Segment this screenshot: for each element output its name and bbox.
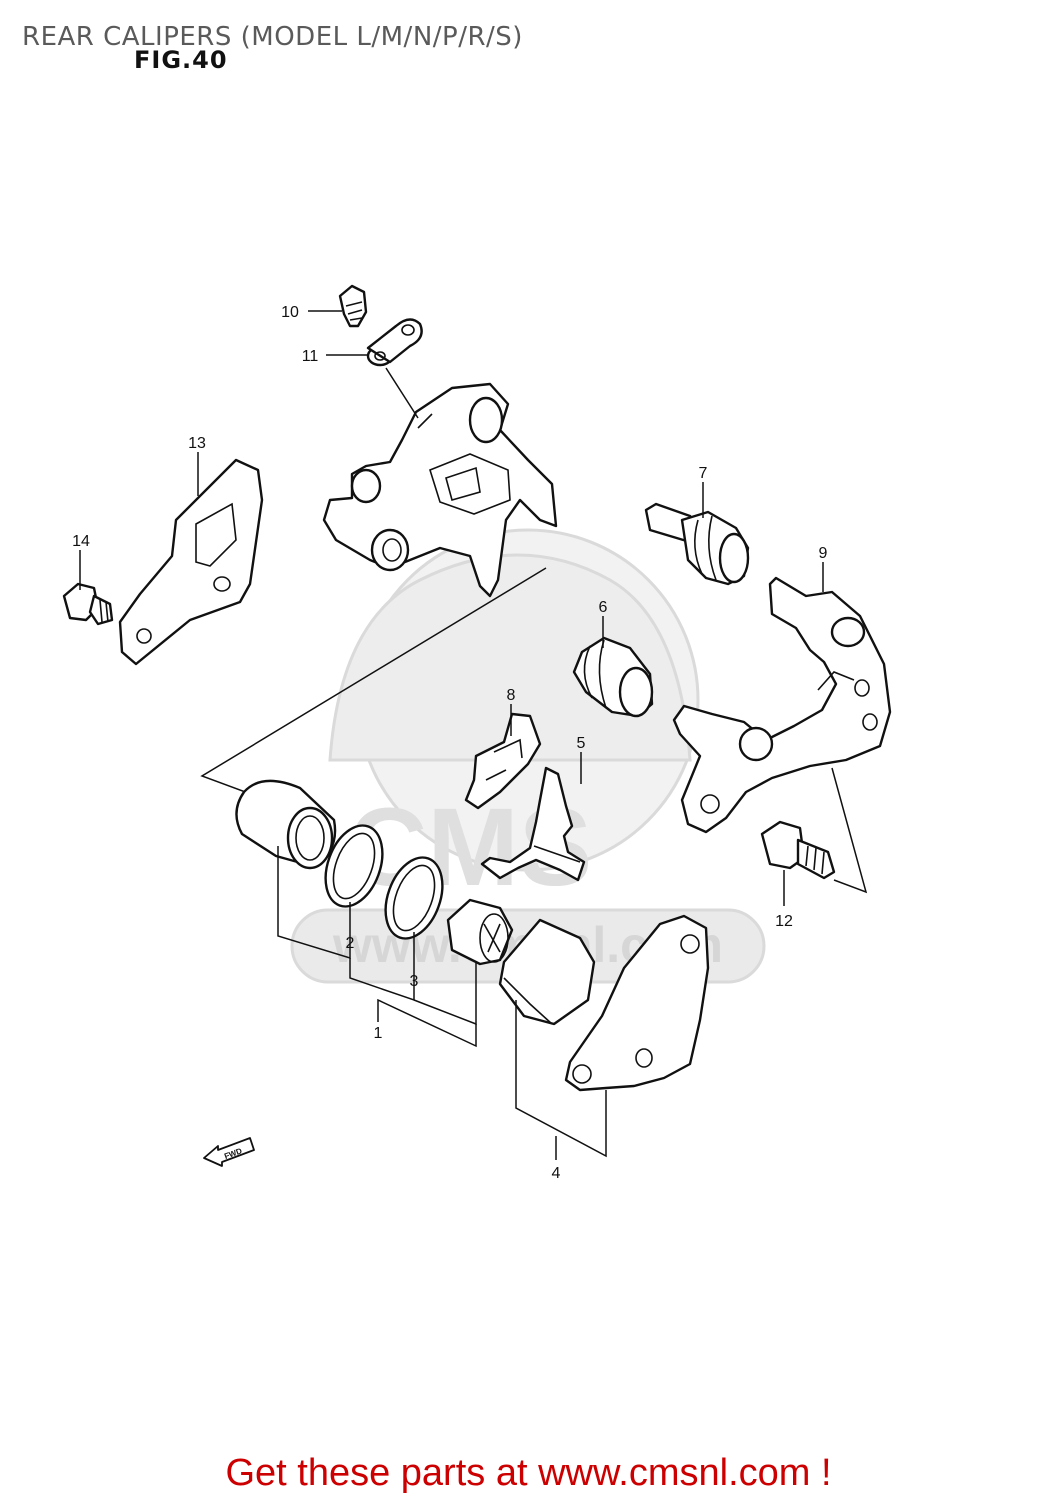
callout-5: 5: [577, 735, 586, 752]
part-2-piston-seal: [324, 824, 384, 908]
part-13-caliper-plate: [118, 458, 264, 666]
part-11-cap: [366, 318, 423, 367]
forward-direction-marker: FWD: [203, 1137, 255, 1167]
figure-number: FIG.40: [134, 46, 228, 74]
part-4-brake-pad-set: [498, 914, 710, 1092]
part-12-bracket-bolt: [760, 820, 836, 880]
callout-2: 2: [346, 935, 355, 952]
callout-1: 1: [374, 1025, 383, 1042]
callout-11: 11: [302, 348, 319, 365]
caliper-body: [322, 382, 558, 598]
part-1-piston: [235, 779, 337, 870]
part-14-bolt: [62, 582, 114, 626]
callout-7: 7: [699, 465, 708, 482]
callout-4: 4: [552, 1165, 561, 1182]
page-title: REAR CALIPERS (MODEL L/M/N/P/R/S): [22, 22, 523, 52]
get-parts-link[interactable]: Get these parts at www.cmsnl.com !: [225, 1452, 832, 1494]
part-5-pad-retainer: [480, 766, 586, 882]
callout-leaders: [79, 310, 824, 1160]
piston-insulator: [446, 898, 514, 966]
part-10-bleeder-screw: [338, 284, 368, 328]
exploded-parts-diagram: CMS www.cmsnl.com: [62, 284, 892, 1182]
part-9-caliper-bracket: [672, 576, 892, 834]
callout-14: 14: [72, 533, 90, 550]
part-7-slide-pin-boot: [644, 502, 750, 586]
callout-8: 8: [507, 687, 516, 704]
callout-9: 9: [819, 545, 828, 562]
callout-labels: 1 2 3 4 5 6 7 8 9 10 11 12 13 14: [72, 304, 827, 1182]
callout-6: 6: [599, 599, 608, 616]
part-6-boot: [572, 636, 654, 718]
part-3-dust-seal: [384, 856, 444, 940]
callout-3: 3: [410, 973, 419, 990]
callout-13: 13: [188, 435, 206, 452]
callout-10: 10: [281, 304, 299, 321]
callout-12: 12: [775, 913, 793, 930]
part-8-pad-spring: [464, 712, 542, 810]
